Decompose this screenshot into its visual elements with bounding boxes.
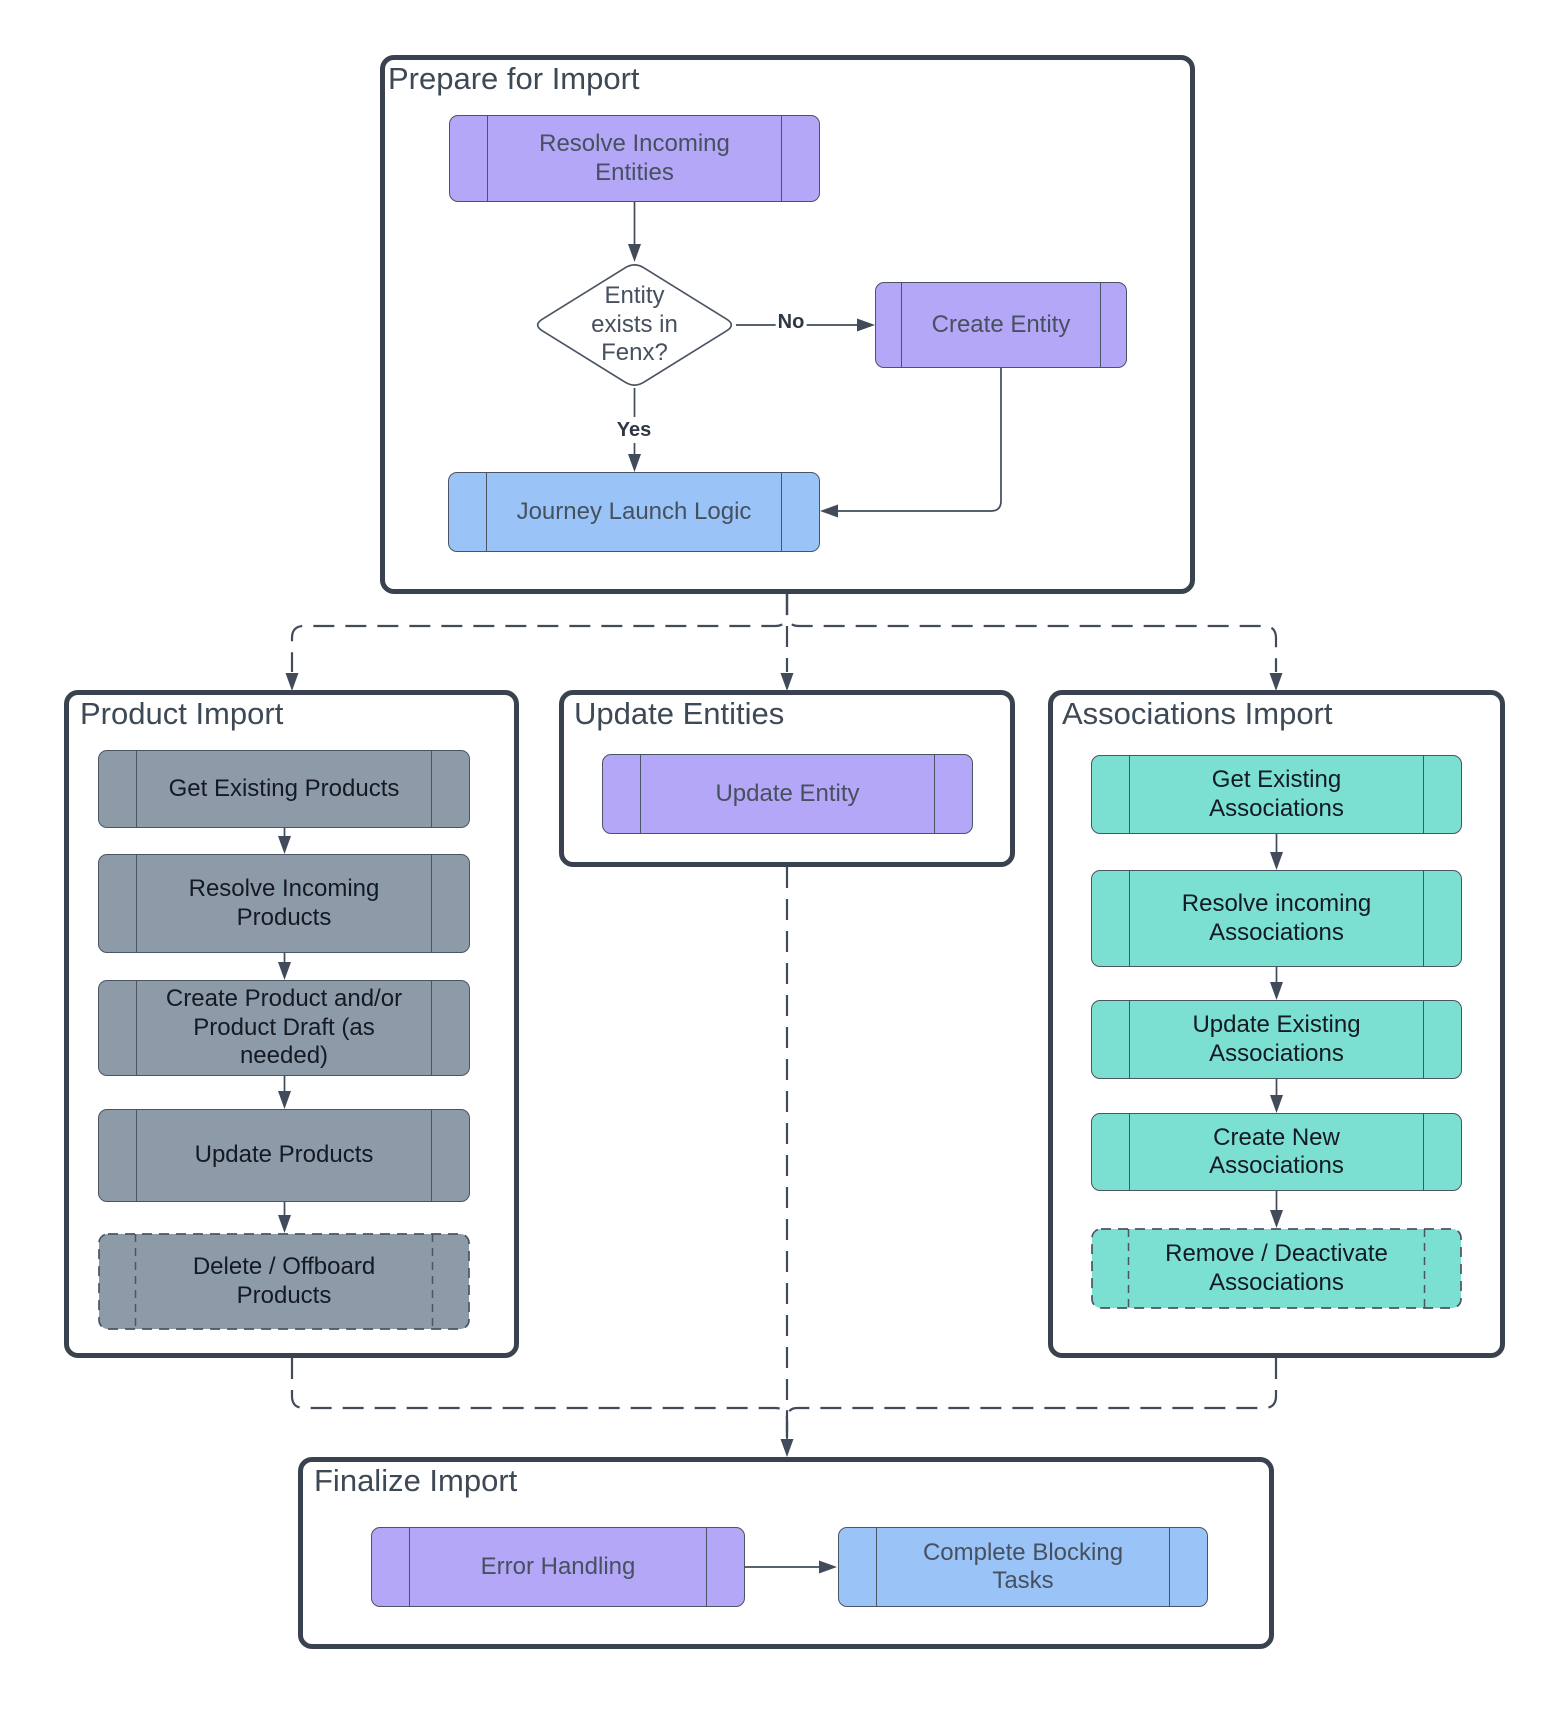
arrowhead-to-product-import xyxy=(285,673,299,691)
edge-label-yes: Yes xyxy=(614,417,654,443)
container-title-product-import: Product Import xyxy=(80,696,284,731)
edge-label-no: No xyxy=(775,309,807,335)
node-resolve-incoming-products: Resolve Incoming Products xyxy=(98,854,470,953)
container-title-prepare-for-import: Prepare for Import xyxy=(388,61,640,96)
container-finalize-import: Finalize Import xyxy=(298,1457,1274,1649)
node-delete-offboard-products: Delete / Offboard Products xyxy=(192,1253,376,1309)
node-update-entity: Update Entity xyxy=(602,754,973,834)
arrowhead-to-finalize xyxy=(780,1439,794,1457)
node-get-existing-associations: Get Existing Associations xyxy=(1091,755,1462,834)
container-product-import: Product Import xyxy=(64,690,519,1358)
node-get-existing-products: Get Existing Products xyxy=(98,750,470,828)
edge-product-import-to-finalize xyxy=(290,1358,789,1438)
container-title-finalize-import: Finalize Import xyxy=(314,1463,518,1498)
node-create-entity: Create Entity xyxy=(875,282,1127,368)
node-create-product-draft: Create Product and/or Product Draft (as … xyxy=(98,980,470,1076)
container-update-entities: Update Entities xyxy=(559,690,1015,867)
container-title-update-entities: Update Entities xyxy=(574,696,785,731)
node-update-existing-associations: Update Existing Associations xyxy=(1091,1000,1462,1079)
container-associations-import: Associations Import xyxy=(1048,690,1505,1358)
edge-prepare-to-product-import xyxy=(290,594,789,672)
container-prepare-for-import: Prepare for Import xyxy=(380,55,1195,594)
arrowhead-to-update-entities xyxy=(780,673,794,691)
node-resolve-incoming-entities: Resolve Incoming Entities xyxy=(449,115,820,202)
node-resolve-incoming-associations: Resolve incoming Associations xyxy=(1091,870,1462,967)
node-update-products: Update Products xyxy=(98,1109,470,1202)
node-journey-launch-logic: Journey Launch Logic xyxy=(448,472,820,552)
arrowhead-to-associations-import xyxy=(1269,673,1283,691)
node-complete-blocking-tasks: Complete Blocking Tasks xyxy=(838,1527,1208,1607)
edge-prepare-to-associations-import xyxy=(785,594,1278,672)
node-entity-exists-decision: Entity exists in Fenx? xyxy=(591,282,678,367)
container-title-associations-import: Associations Import xyxy=(1062,696,1333,731)
node-error-handling: Error Handling xyxy=(371,1527,745,1607)
edge-associations-import-to-finalize xyxy=(785,1358,1278,1438)
node-remove-deactivate-associations: Remove / Deactivate Associations xyxy=(1165,1240,1388,1296)
node-create-new-associations: Create New Associations xyxy=(1091,1113,1462,1191)
